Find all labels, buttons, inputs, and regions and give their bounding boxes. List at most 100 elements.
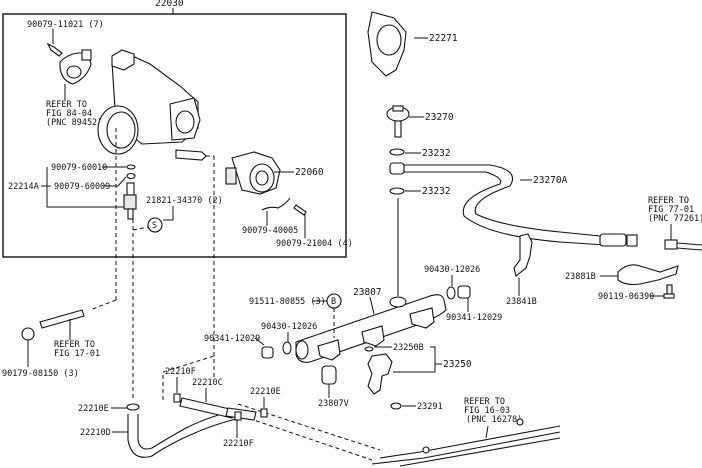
fuel-rail-pod-3-icon bbox=[409, 307, 435, 329]
fuel-line-3 bbox=[399, 437, 561, 467]
pressure-regulator-stem-icon bbox=[394, 120, 402, 138]
label-23807[interactable]: 23807 bbox=[353, 287, 382, 298]
bracket-23250 bbox=[393, 346, 436, 373]
dash-s bbox=[132, 226, 149, 231]
o-ring-60010-icon bbox=[126, 164, 136, 170]
leader-90079-60009b bbox=[117, 176, 127, 187]
sensor-screw-icon bbox=[46, 42, 63, 57]
label-23807V[interactable]: 23807V bbox=[318, 399, 349, 409]
label-23270A[interactable]: 23270A bbox=[533, 175, 568, 186]
label-90079-11021[interactable]: 90079-11021 (7) bbox=[27, 20, 104, 30]
refer-fig-77-line3: (PNC 77261) bbox=[648, 214, 702, 224]
label-22210E-a[interactable]: 22210E bbox=[78, 404, 109, 414]
hose-clip-22210E-b-icon bbox=[260, 408, 268, 418]
gasket-hole-icon bbox=[376, 24, 402, 56]
label-23881B[interactable]: 23881B bbox=[565, 272, 596, 282]
label-22060[interactable]: 22060 bbox=[295, 167, 324, 178]
gasket-90430-b-icon bbox=[282, 341, 292, 355]
refer-fig-84-line2[interactable]: FIG 84-04 bbox=[46, 109, 92, 119]
label-90341-12029-a[interactable]: 90341-12029 bbox=[446, 313, 502, 323]
fuel-line-1 bbox=[379, 425, 561, 459]
fuel-rail-regulator-port-icon bbox=[389, 296, 407, 308]
hose-end-fitting-icon bbox=[599, 233, 627, 247]
label-90430-12026-b[interactable]: 90430-12026 bbox=[261, 322, 317, 332]
refer-fig-77-group: REFER TO FIG 77-01 (PNC 77261) bbox=[648, 196, 702, 251]
label-23841B[interactable]: 23841B bbox=[506, 297, 537, 307]
injector-body-icon bbox=[123, 194, 137, 210]
hose-clip-group: 23841B bbox=[506, 233, 537, 307]
o-ring-60009-icon bbox=[126, 172, 136, 180]
water-hose-group: 22210E 22210D 22210F 22210C 22210E 22210… bbox=[78, 355, 281, 458]
label-23250B[interactable]: 23250B bbox=[393, 343, 424, 353]
pressure-regulator-group: 23270 23232 23232 23270A bbox=[386, 105, 638, 296]
throttle-body-group bbox=[97, 49, 215, 380]
clamp-23881B-icon bbox=[617, 264, 679, 286]
refer-fig-17-line2[interactable]: FIG 17-01 bbox=[54, 349, 100, 359]
plug-90341-b-icon bbox=[261, 346, 274, 359]
refer-fig-16-line2[interactable]: FIG 16-03 bbox=[464, 406, 510, 416]
label-22210D[interactable]: 22210D bbox=[80, 428, 111, 438]
injector-tip-icon bbox=[127, 208, 134, 220]
throttle-bore-inner-icon bbox=[106, 111, 136, 149]
hose-clip-22210E-a-icon bbox=[126, 403, 140, 411]
label-22271[interactable]: 22271 bbox=[429, 33, 458, 44]
hose-22210D-inner bbox=[137, 409, 239, 450]
label-90119-06390[interactable]: 90119-06390 bbox=[598, 292, 654, 302]
label-22210F-b[interactable]: 22210F bbox=[223, 439, 254, 449]
hose-end-nut-icon bbox=[626, 234, 638, 247]
leader-23807 bbox=[369, 296, 375, 315]
label-23270[interactable]: 23270 bbox=[425, 112, 454, 123]
refer-fig-84-line1: REFER TO bbox=[46, 100, 87, 110]
bracket-22214A bbox=[46, 167, 124, 208]
dash-fuel-line-a bbox=[237, 403, 381, 451]
fuel-rail-end-icon bbox=[295, 340, 309, 360]
assembly-number-label[interactable]: 22030 bbox=[155, 0, 184, 9]
washer-23232-b-icon bbox=[389, 187, 405, 195]
sensor-connector-icon bbox=[81, 49, 92, 61]
clamp-bolt-shank-icon bbox=[666, 284, 673, 295]
label-90079-21004[interactable]: 90079-21004 (4) bbox=[276, 239, 353, 249]
refer-fig-77-line2[interactable]: FIG 77-01 bbox=[648, 205, 694, 215]
pressure-regulator-cap-icon bbox=[392, 105, 404, 112]
label-91511-80855[interactable]: 91511-80855 (3) bbox=[249, 297, 326, 307]
seal-23291-icon bbox=[390, 402, 402, 410]
clamp-bolt-head-icon bbox=[663, 293, 675, 299]
label-90079-40005[interactable]: 90079-40005 bbox=[242, 226, 298, 236]
stud-group: REFER TO FIG 17-01 90179-08150 (3) bbox=[2, 309, 100, 379]
refer-fig-17-line1: REFER TO bbox=[54, 340, 95, 350]
gasket-clip-icon bbox=[261, 197, 291, 211]
label-23250[interactable]: 23250 bbox=[443, 359, 472, 370]
gasket-90430-a-icon bbox=[446, 286, 456, 300]
injector-seal-group: 90079-60010 22214A 90079-60009 21821-343… bbox=[8, 128, 223, 400]
nut-90179-icon bbox=[21, 327, 35, 341]
label-90079-60010[interactable]: 90079-60010 bbox=[51, 163, 107, 173]
label-22210C[interactable]: 22210C bbox=[192, 378, 223, 388]
label-23232-a[interactable]: 23232 bbox=[422, 148, 451, 159]
label-90079-60009[interactable]: 90079-60009 bbox=[54, 182, 110, 192]
label-90179-08150[interactable]: 90179-08150 (3) bbox=[2, 369, 79, 379]
refer-fig-84-line3: (PNC 89452) bbox=[46, 118, 102, 128]
label-21821-34370[interactable]: 21821-34370 (2) bbox=[146, 196, 223, 206]
clip-23841B-icon bbox=[513, 233, 533, 277]
label-22210F-a[interactable]: 22210F bbox=[165, 367, 196, 377]
dash-fuel-line-b bbox=[235, 413, 373, 461]
plug-90341-a-icon bbox=[457, 285, 471, 299]
refer-fig-77-line1: REFER TO bbox=[648, 196, 689, 206]
washer-23232-a-icon bbox=[389, 148, 405, 156]
s-marker bbox=[147, 217, 163, 233]
hose-clamp-group: 23881B 90119-06390 bbox=[565, 264, 679, 302]
hose-clip-22210F-a-icon bbox=[173, 393, 181, 403]
throttle-body-nipple-icon bbox=[175, 149, 207, 161]
label-23232-b[interactable]: 23232 bbox=[422, 186, 451, 197]
hose-22210C-icon bbox=[179, 397, 235, 419]
label-23291[interactable]: 23291 bbox=[417, 402, 443, 412]
throttle-body-assembly-frame bbox=[2, 13, 347, 258]
label-90341-12029-b[interactable]: 90341-12029 bbox=[204, 334, 260, 344]
fuel-hose-top-edge bbox=[404, 164, 621, 239]
stud-icon bbox=[39, 309, 85, 329]
label-90430-12026-a[interactable]: 90430-12026 bbox=[424, 265, 480, 275]
label-22214A[interactable]: 22214A bbox=[8, 182, 39, 192]
label-22210E-b[interactable]: 22210E bbox=[250, 387, 281, 397]
hose-clip-22210F-b-icon bbox=[234, 411, 242, 421]
